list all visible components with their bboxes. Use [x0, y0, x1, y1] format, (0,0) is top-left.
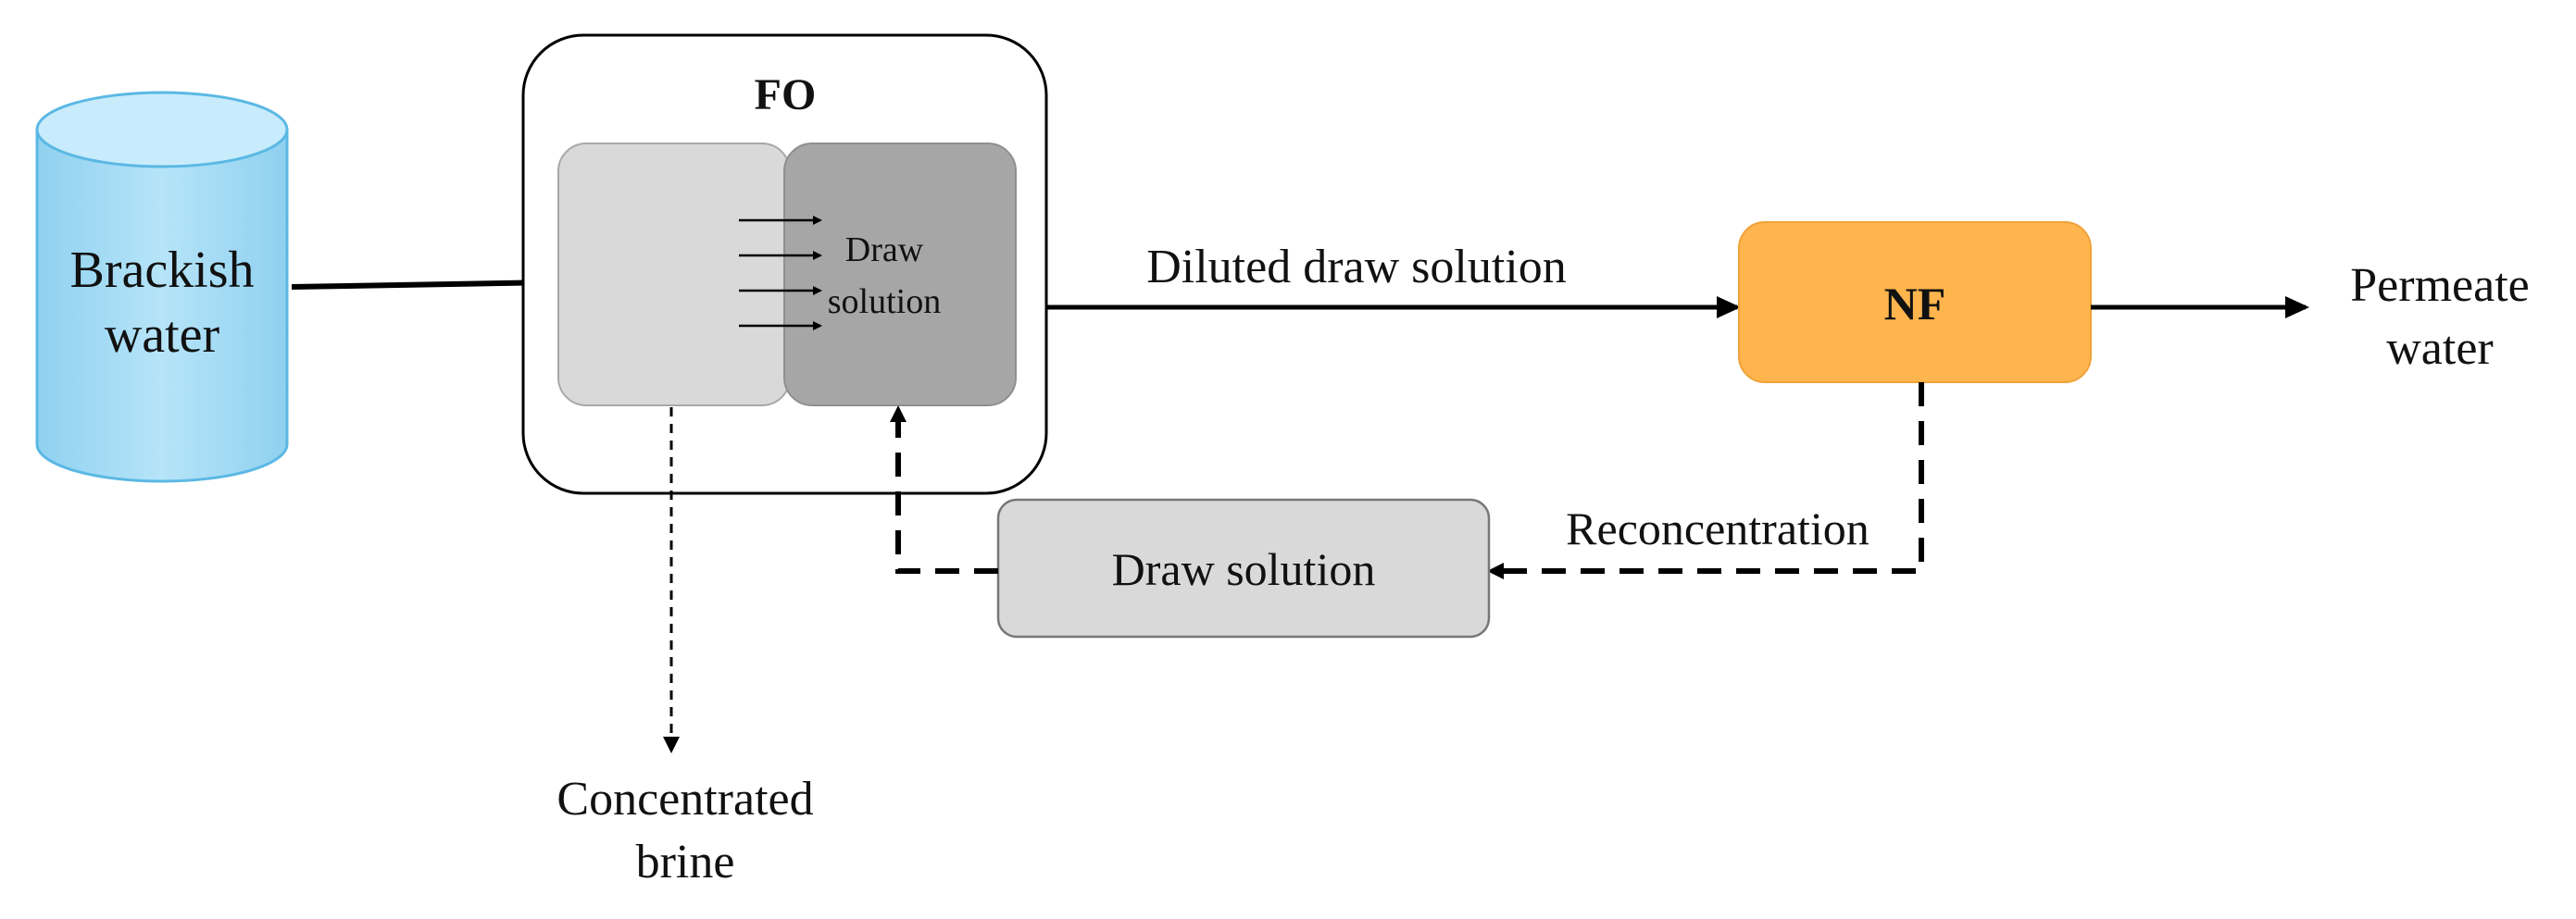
fo-draw-side — [783, 143, 1017, 406]
tank-label-line2: water — [105, 306, 220, 364]
tank-body — [35, 128, 289, 483]
permeate-label-line2: water — [2386, 322, 2493, 375]
nf-box — [1738, 221, 2092, 383]
draw-recycle-path — [890, 405, 998, 574]
draw-solution-label: Draw solution — [1112, 543, 1376, 595]
brackish-water-tank: Brackish water — [35, 91, 289, 483]
brine-label-line1: Concentrated — [556, 773, 813, 826]
nf-label: NF — [1884, 278, 1946, 329]
feed-arrow — [291, 271, 557, 294]
nf-unit: NF — [1738, 221, 2092, 383]
brine-label-line2: brine — [636, 836, 735, 888]
reconcentration-path — [1487, 382, 1924, 579]
fo-title: FO — [755, 70, 817, 119]
fo-feed-side — [557, 143, 791, 406]
draw-solution-unit: Draw solution — [996, 498, 1491, 639]
permeate-label-line1: Permeate — [2350, 259, 2529, 312]
reconcentration-label: Reconcentration — [1566, 503, 1869, 554]
fo-draw-label-line1: Draw — [845, 230, 924, 269]
tank-label-line1: Brackish — [69, 242, 254, 299]
diluted-draw-label: Diluted draw solution — [1146, 241, 1567, 293]
fo-draw-label-line2: solution — [828, 282, 941, 321]
tank-top — [35, 91, 289, 168]
fo-unit: FO Draw solution — [521, 33, 1048, 495]
